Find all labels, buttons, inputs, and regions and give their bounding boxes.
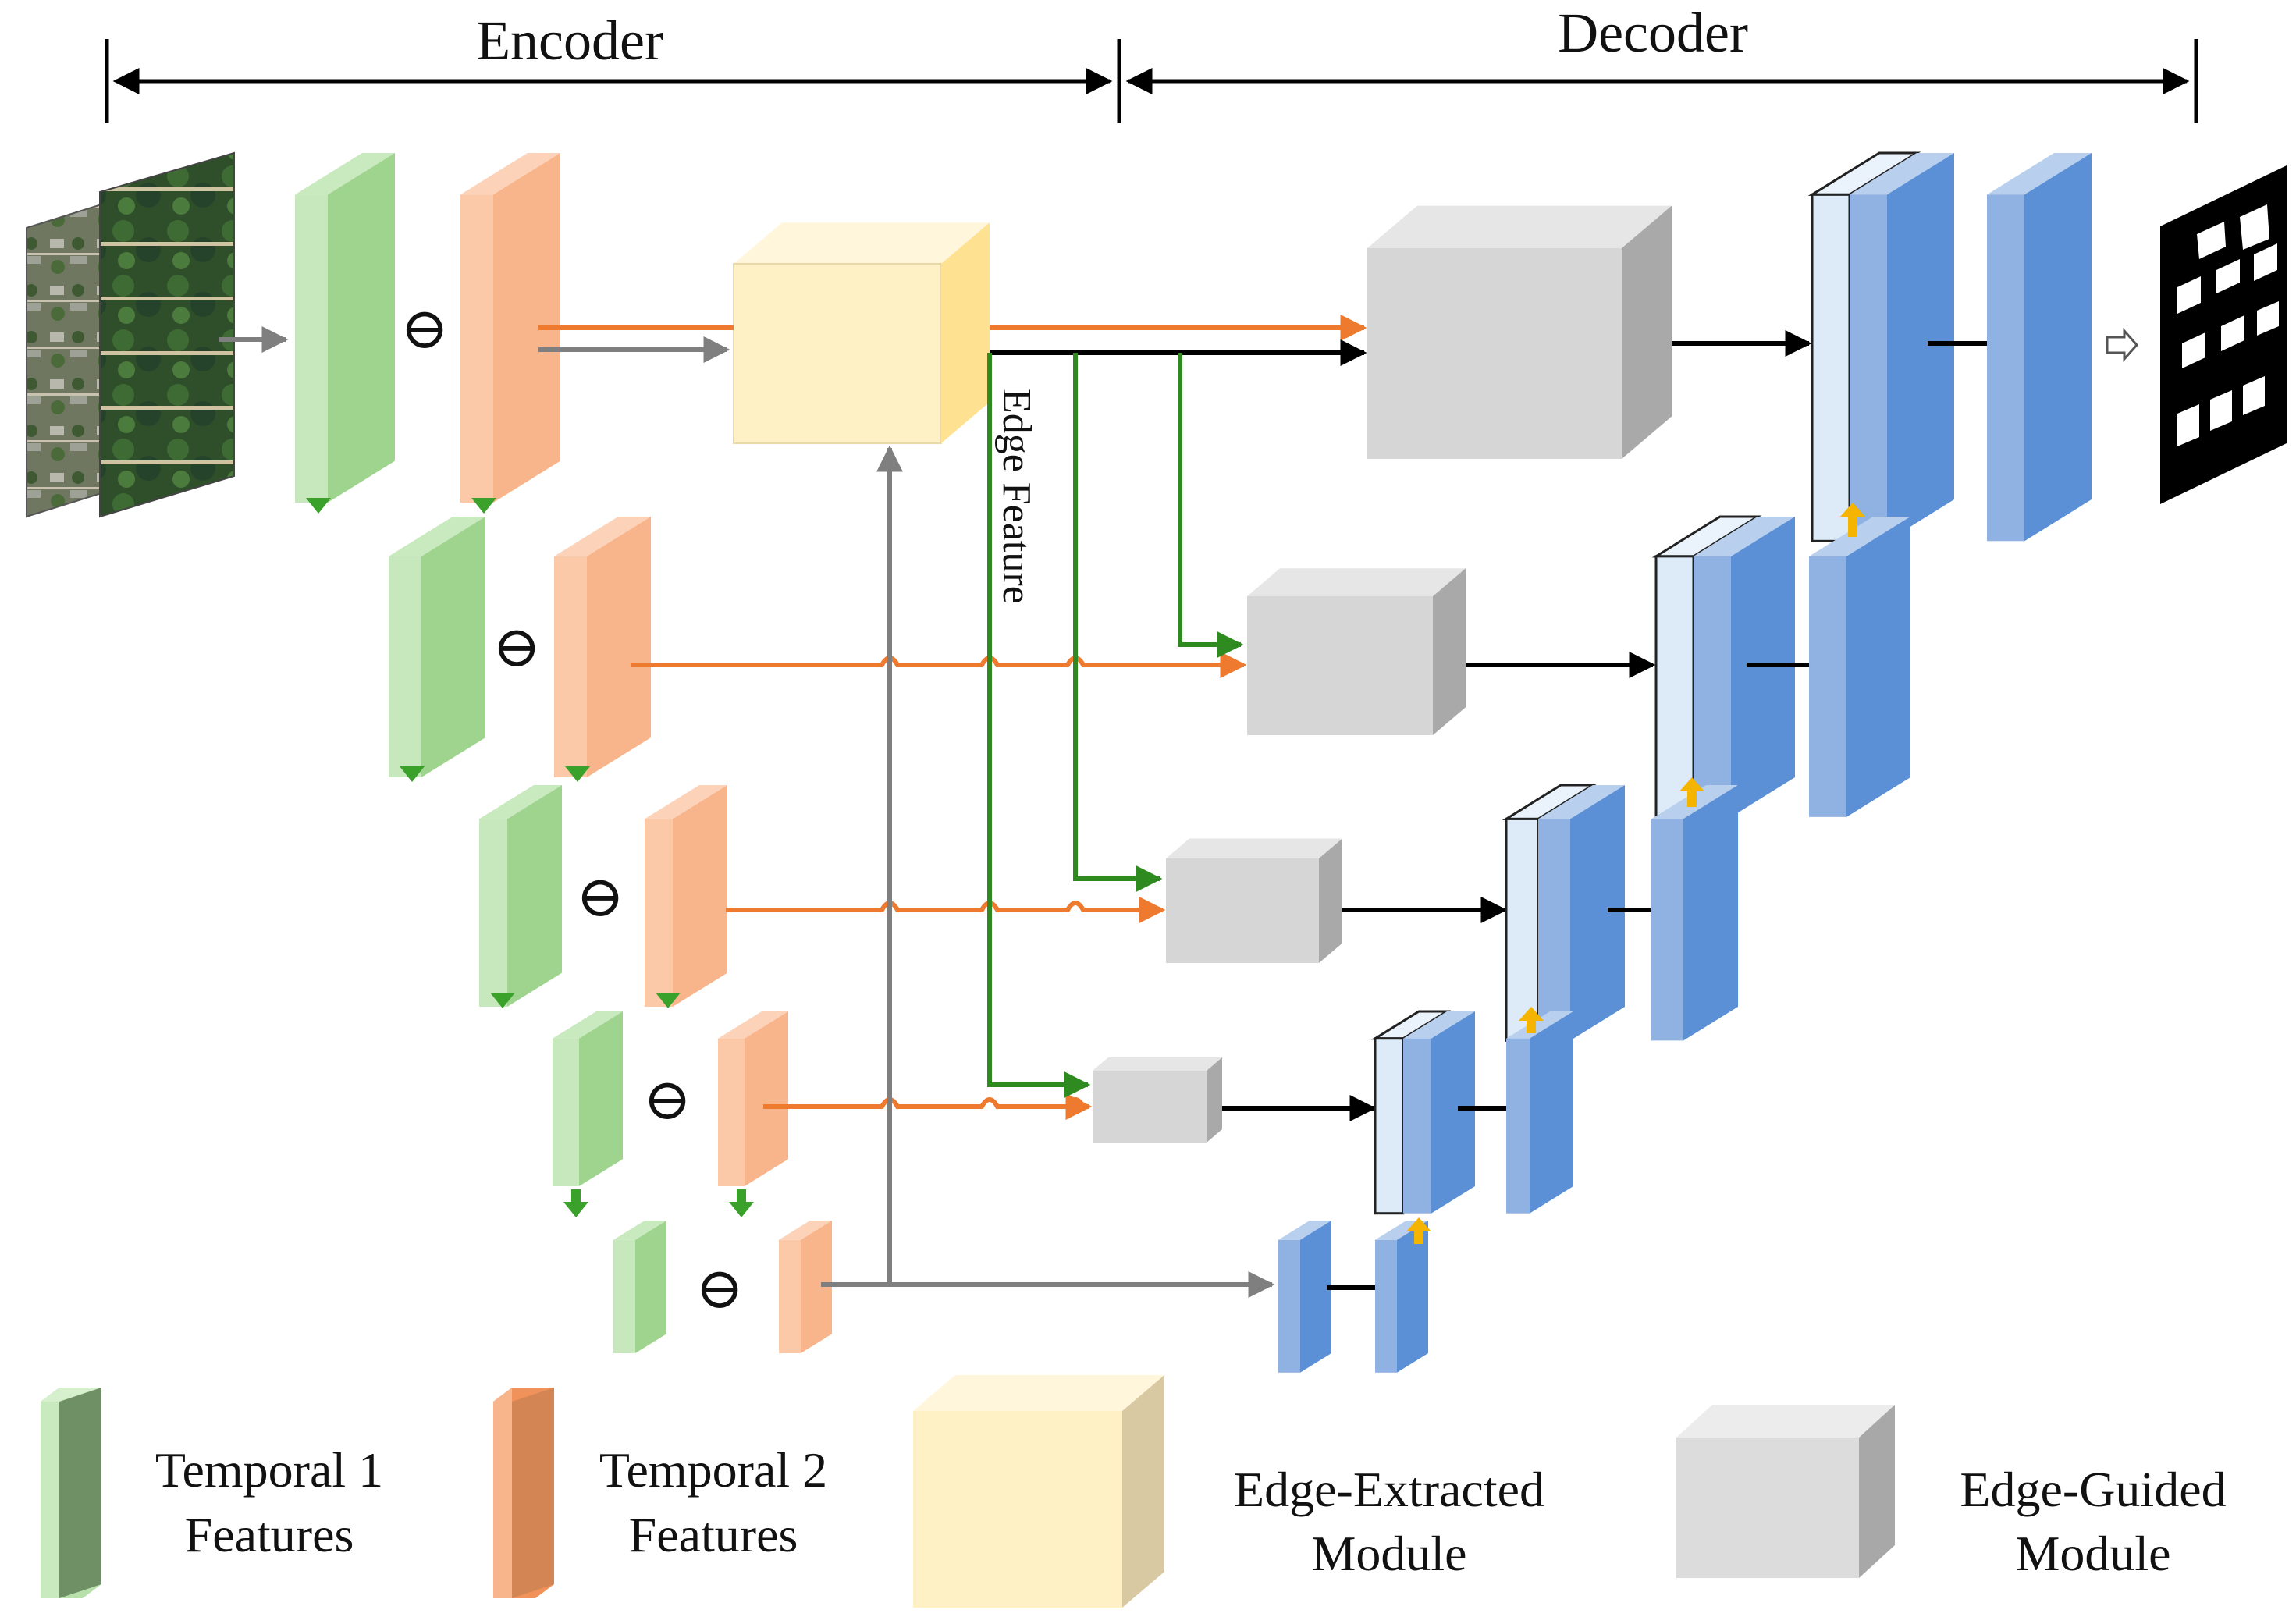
decoder-blocks: [1278, 151, 2092, 1373]
legend-temporal2-line1: Temporal 2: [599, 1442, 827, 1498]
edge-extracted-cube: [733, 222, 990, 444]
difference-symbol-3: ⊖: [576, 865, 624, 929]
downsample-arrow-3-t1: [490, 993, 515, 1008]
encoder-span: Encoder: [105, 9, 1121, 123]
green-edge-arrow-egm2: [1178, 353, 1244, 658]
edge-guided-module-3: [1166, 838, 1342, 963]
temporal2-feature-3: [645, 785, 727, 1007]
difference-symbol-4: ⊖: [643, 1068, 691, 1132]
decoder-upsample-block-4: [1506, 1011, 1573, 1214]
downsample-arrow-3-t2: [656, 993, 681, 1008]
decoder-output-block-1: [1987, 153, 2092, 542]
legend-temporal2-line2: Features: [629, 1507, 798, 1562]
temporal2-feature-1: [460, 153, 560, 503]
decoder-span: Decoder: [1125, 2, 2198, 123]
change-map-icon: [2160, 165, 2287, 504]
downsample-arrow-2-t2: [565, 766, 590, 782]
temporal1-feature-1: [295, 153, 395, 503]
temporal1-feature-5: [613, 1221, 666, 1353]
temporal1-feature-4: [553, 1011, 623, 1186]
satellite-image-pair-icon: [26, 151, 235, 518]
legend-temporal1-line2: Features: [185, 1507, 354, 1562]
orange-arrow-level2-egm: [631, 652, 1247, 678]
temporal1-feature-3: [479, 785, 562, 1007]
legend-edge-extracted-line1: Edge-Extracted: [1234, 1462, 1544, 1517]
difference-symbol-5: ⊖: [695, 1257, 744, 1321]
temporal2-feature-2: [554, 517, 651, 777]
edge-guided-module-4: [1093, 1057, 1222, 1143]
legend-temporal2: Temporal 2 Features: [493, 1388, 827, 1598]
legend-edge-guided: Edge-Guided Module: [1676, 1405, 2227, 1581]
decoder-concat-block-4: [1370, 1010, 1475, 1215]
upsample-arrow-1: [1840, 503, 1865, 537]
decoder-bottom-block-a: [1278, 1221, 1331, 1373]
temporal2-feature-5: [779, 1221, 832, 1353]
connections: [538, 315, 1812, 1298]
legend: Temporal 1 Features Temporal 2 Features …: [41, 1375, 2227, 1608]
temporal2-feature-4: [718, 1011, 788, 1186]
temporal1-feature-2: [389, 517, 485, 777]
decoder-concat-block-3: [1502, 784, 1625, 1042]
upsample-arrow-3: [1519, 1007, 1544, 1033]
edge-guided-modules: [1093, 205, 1672, 1143]
legend-edge-extracted-line2: Module: [1311, 1526, 1466, 1581]
downsample-arrow-2-t1: [400, 766, 425, 782]
orange-arrow-level3-egm: [726, 897, 1166, 923]
decoder-label: Decoder: [1558, 2, 1748, 64]
upsample-arrow-4: [1406, 1217, 1431, 1244]
difference-symbol-1: ⊖: [400, 297, 449, 361]
legend-temporal1-line1: Temporal 1: [155, 1442, 383, 1498]
edge-feature-label: Edge Feature: [994, 389, 1039, 604]
difference-symbol-2: ⊖: [492, 616, 541, 680]
downsample-arrow-4-t1: [563, 1189, 588, 1217]
orange-arrow-level4-egm: [763, 1093, 1093, 1120]
legend-temporal1: Temporal 1 Features: [41, 1388, 383, 1598]
downsample-arrow-1-t1: [306, 498, 331, 514]
legend-edge-guided-line1: Edge-Guided: [1960, 1462, 2226, 1517]
encoder-features: ⊖ ⊖ ⊖ ⊖ ⊖: [295, 153, 832, 1353]
green-edge-arrow-egm4: [987, 353, 1091, 1098]
downsample-arrow-4-t2: [729, 1189, 754, 1217]
legend-edge-guided-line2: Module: [2015, 1526, 2170, 1581]
decoder-concat-block-1: [1807, 151, 1954, 542]
downsample-arrow-1-t2: [471, 498, 496, 514]
decoder-upsample-block-2: [1809, 517, 1910, 817]
legend-edge-extracted: Edge-Extracted Module: [913, 1375, 1544, 1608]
edge-guided-module-2: [1247, 568, 1466, 735]
encoder-label: Encoder: [476, 9, 663, 72]
edge-guided-module-1: [1367, 205, 1672, 459]
upsample-arrow-2: [1679, 777, 1704, 807]
decoder-upsample-block-3: [1651, 785, 1738, 1041]
green-edge-arrow-egm3: [1073, 353, 1163, 892]
edge-extracted-module: [733, 222, 990, 444]
